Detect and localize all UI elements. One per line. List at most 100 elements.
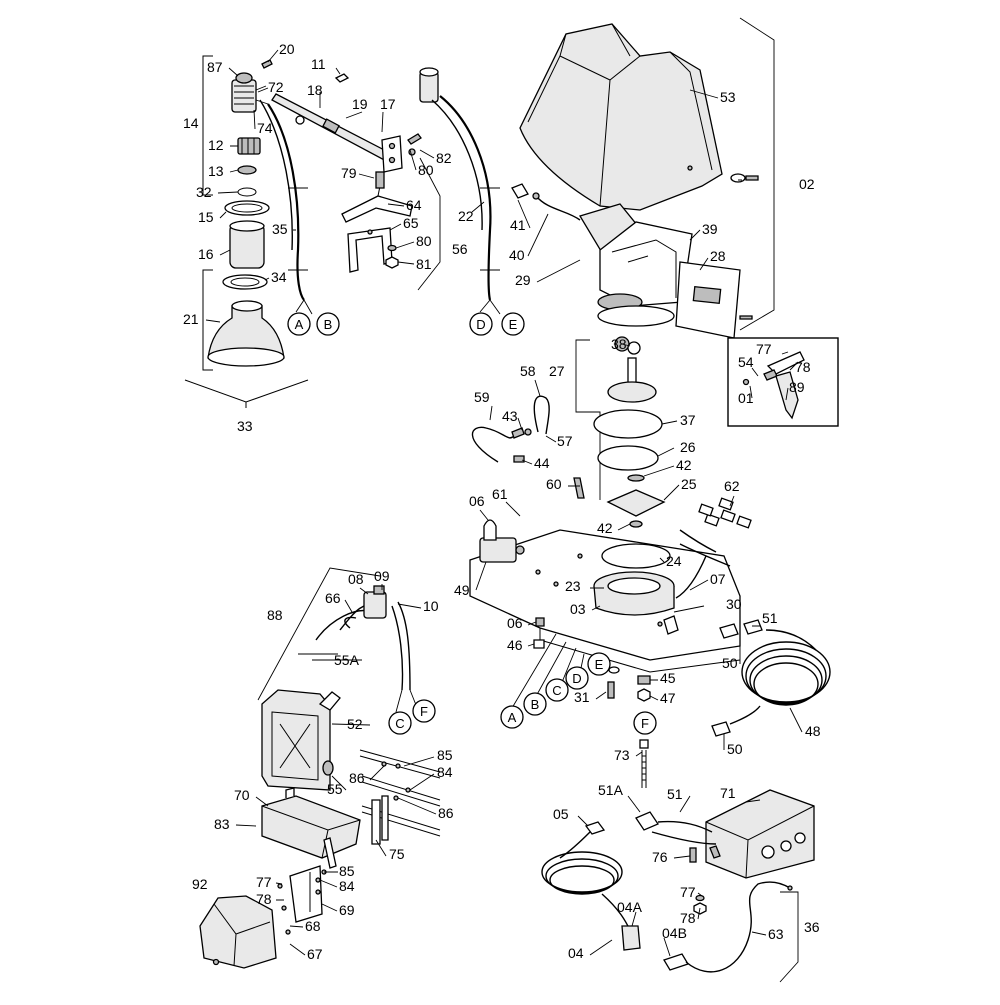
callout-28: 28 (710, 248, 726, 264)
bracket-02 (739, 17, 775, 331)
callout-38: 38 (611, 336, 627, 352)
callout-09: 09 (374, 568, 390, 584)
svg-text:F: F (420, 704, 428, 719)
callout-52: 52 (347, 716, 363, 732)
callout-06: 06 (507, 615, 523, 631)
plate-28 (675, 261, 753, 339)
callout-78: 78 (256, 891, 272, 907)
svg-text:F: F (641, 716, 649, 731)
callout-04: 04 (568, 945, 584, 961)
callout-30: 30 (726, 596, 742, 612)
callout-03: 03 (570, 601, 586, 617)
connector-C-tank: C (388, 711, 412, 735)
callout-89: 89 (789, 379, 805, 395)
callout-67: 67 (307, 946, 323, 962)
callout-21: 21 (183, 311, 199, 327)
callout-58: 58 (520, 363, 536, 379)
callout-55A: 55A (334, 652, 360, 668)
callout-42: 42 (676, 457, 692, 473)
callout-42: 42 (597, 520, 613, 536)
svg-text:D: D (572, 671, 581, 686)
callout-29: 29 (515, 272, 531, 288)
connector-D-top: D (469, 312, 493, 336)
callout-55: 55 (327, 781, 343, 797)
cover-53 (519, 23, 759, 211)
callout-47: 47 (660, 690, 676, 706)
callout-51: 51 (667, 786, 683, 802)
callout-41: 41 (510, 217, 526, 233)
callout-07: 07 (710, 571, 726, 587)
connector-A-top: A (287, 312, 311, 336)
callout-86: 86 (349, 770, 365, 786)
callout-68: 68 (305, 918, 321, 934)
callout-20: 20 (279, 41, 295, 57)
callout-34: 34 (271, 269, 287, 285)
callout-12: 12 (208, 137, 224, 153)
callout-51A: 51A (598, 782, 624, 798)
callout-18: 18 (307, 82, 323, 98)
spinner-plates (575, 336, 666, 528)
callout-36: 36 (804, 919, 820, 935)
callout-19: 19 (352, 96, 368, 112)
callout-49: 49 (454, 582, 470, 598)
callout-77: 77 (680, 884, 696, 900)
tray-70 (261, 787, 361, 869)
callout-01: 01 (738, 390, 754, 406)
callout-40: 40 (509, 247, 525, 263)
connector-F-lower: F (633, 711, 657, 735)
callout-43: 43 (502, 408, 518, 424)
callout-59: 59 (474, 389, 490, 405)
callout-24: 24 (666, 553, 682, 569)
callout-33: 33 (237, 418, 253, 434)
connector-F-tank: F (412, 699, 436, 723)
callout-71: 71 (720, 785, 736, 801)
callout-51: 51 (762, 610, 778, 626)
callout-17: 17 (380, 96, 396, 112)
rail-75 (359, 749, 441, 845)
control-box-71 (705, 789, 815, 879)
callout-57: 57 (557, 433, 573, 449)
callout-80: 80 (416, 233, 432, 249)
callout-73: 73 (614, 747, 630, 763)
callout-04A: 04A (617, 899, 643, 915)
callout-76: 76 (652, 849, 668, 865)
callout-77: 77 (756, 341, 772, 357)
motor-cable-22 (419, 67, 501, 315)
cover-92 (199, 895, 277, 969)
svg-text:B: B (531, 697, 540, 712)
callout-26: 26 (680, 439, 696, 455)
callout-85: 85 (437, 747, 453, 763)
callout-27: 27 (549, 363, 565, 379)
callout-78: 78 (680, 910, 696, 926)
callout-22: 22 (458, 208, 474, 224)
callout-14: 14 (183, 115, 199, 131)
callout-leaders (205, 49, 803, 957)
callout-66: 66 (325, 590, 341, 606)
callout-04B: 04B (662, 925, 687, 941)
callout-02: 02 (799, 176, 815, 192)
connector-A-lower: A (500, 705, 524, 729)
callout-72: 72 (268, 79, 284, 95)
callout-35: 35 (272, 221, 288, 237)
callout-50: 50 (727, 741, 743, 757)
callout-87: 87 (207, 59, 223, 75)
callout-56: 56 (452, 241, 468, 257)
connector-E-lower: E (587, 652, 611, 676)
callout-31: 31 (574, 689, 590, 705)
callout-23: 23 (565, 578, 581, 594)
callout-08: 08 (348, 571, 364, 587)
callout-84: 84 (339, 878, 355, 894)
callout-85: 85 (339, 863, 355, 879)
callout-64: 64 (406, 197, 422, 213)
spreader-arm-19 (271, 73, 422, 273)
callout-83: 83 (214, 816, 230, 832)
callout-77: 77 (256, 874, 272, 890)
svg-text:C: C (395, 716, 404, 731)
callout-10: 10 (423, 598, 439, 614)
callout-labels: 20 87 11 72 18 19 17 14 74 12 82 13 79 8… (183, 41, 821, 962)
cable-35 (259, 99, 313, 315)
callout-60: 60 (546, 476, 562, 492)
callout-63: 63 (768, 926, 784, 942)
svg-text:A: A (508, 710, 517, 725)
callout-84: 84 (437, 764, 453, 780)
